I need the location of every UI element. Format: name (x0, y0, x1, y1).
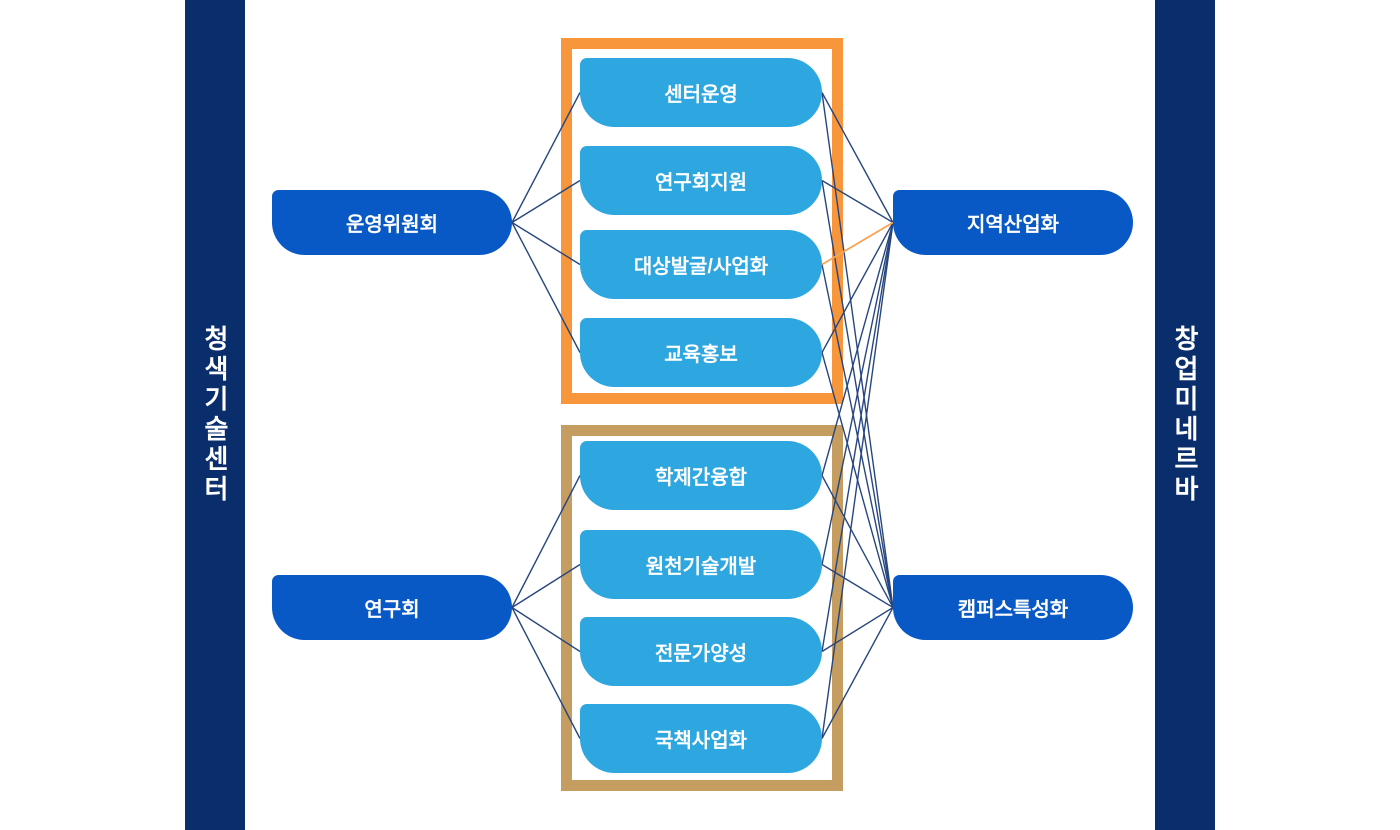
item-expert-training: 전문가양성 (580, 617, 822, 686)
item-label: 원천기술개발 (645, 556, 757, 578)
item-center-operation: 센터운영 (580, 58, 822, 127)
item-label: 국책사업화 (655, 730, 747, 752)
item-label: 교육홍보 (664, 344, 738, 366)
item-education-promotion: 교육홍보 (580, 318, 822, 387)
left-banner-label: 청색기술센터 (200, 325, 230, 505)
item-target-discovery-commercialization: 대상발굴/사업화 (580, 230, 822, 299)
item-national-project-commercialization: 국책사업화 (580, 704, 822, 773)
item-core-technology-development: 원천기술개발 (580, 530, 822, 599)
item-interdisciplinary-convergence: 학제간융합 (580, 441, 822, 510)
item-label: 연구회지원 (655, 172, 747, 194)
left-banner-bar: 청색기술센터 (185, 0, 245, 830)
node-label: 연구회 (364, 599, 420, 621)
node-research-society: 연구회 (272, 575, 512, 640)
node-label: 운영위원회 (346, 214, 438, 236)
item-label: 전문가양성 (655, 643, 747, 665)
node-campus-specialization: 캠퍼스특성화 (893, 575, 1133, 640)
item-research-society-support: 연구회지원 (580, 146, 822, 215)
right-banner-label: 창업미네르바 (1170, 325, 1200, 505)
node-label: 캠퍼스특성화 (957, 599, 1069, 621)
node-regional-industrialization: 지역산업화 (893, 190, 1133, 255)
item-label: 학제간융합 (655, 467, 747, 489)
node-label: 지역산업화 (967, 214, 1059, 236)
item-label: 센터운영 (664, 84, 738, 106)
node-operating-committee: 운영위원회 (272, 190, 512, 255)
right-banner-bar: 창업미네르바 (1155, 0, 1215, 830)
item-label: 대상발굴/사업화 (633, 256, 769, 278)
